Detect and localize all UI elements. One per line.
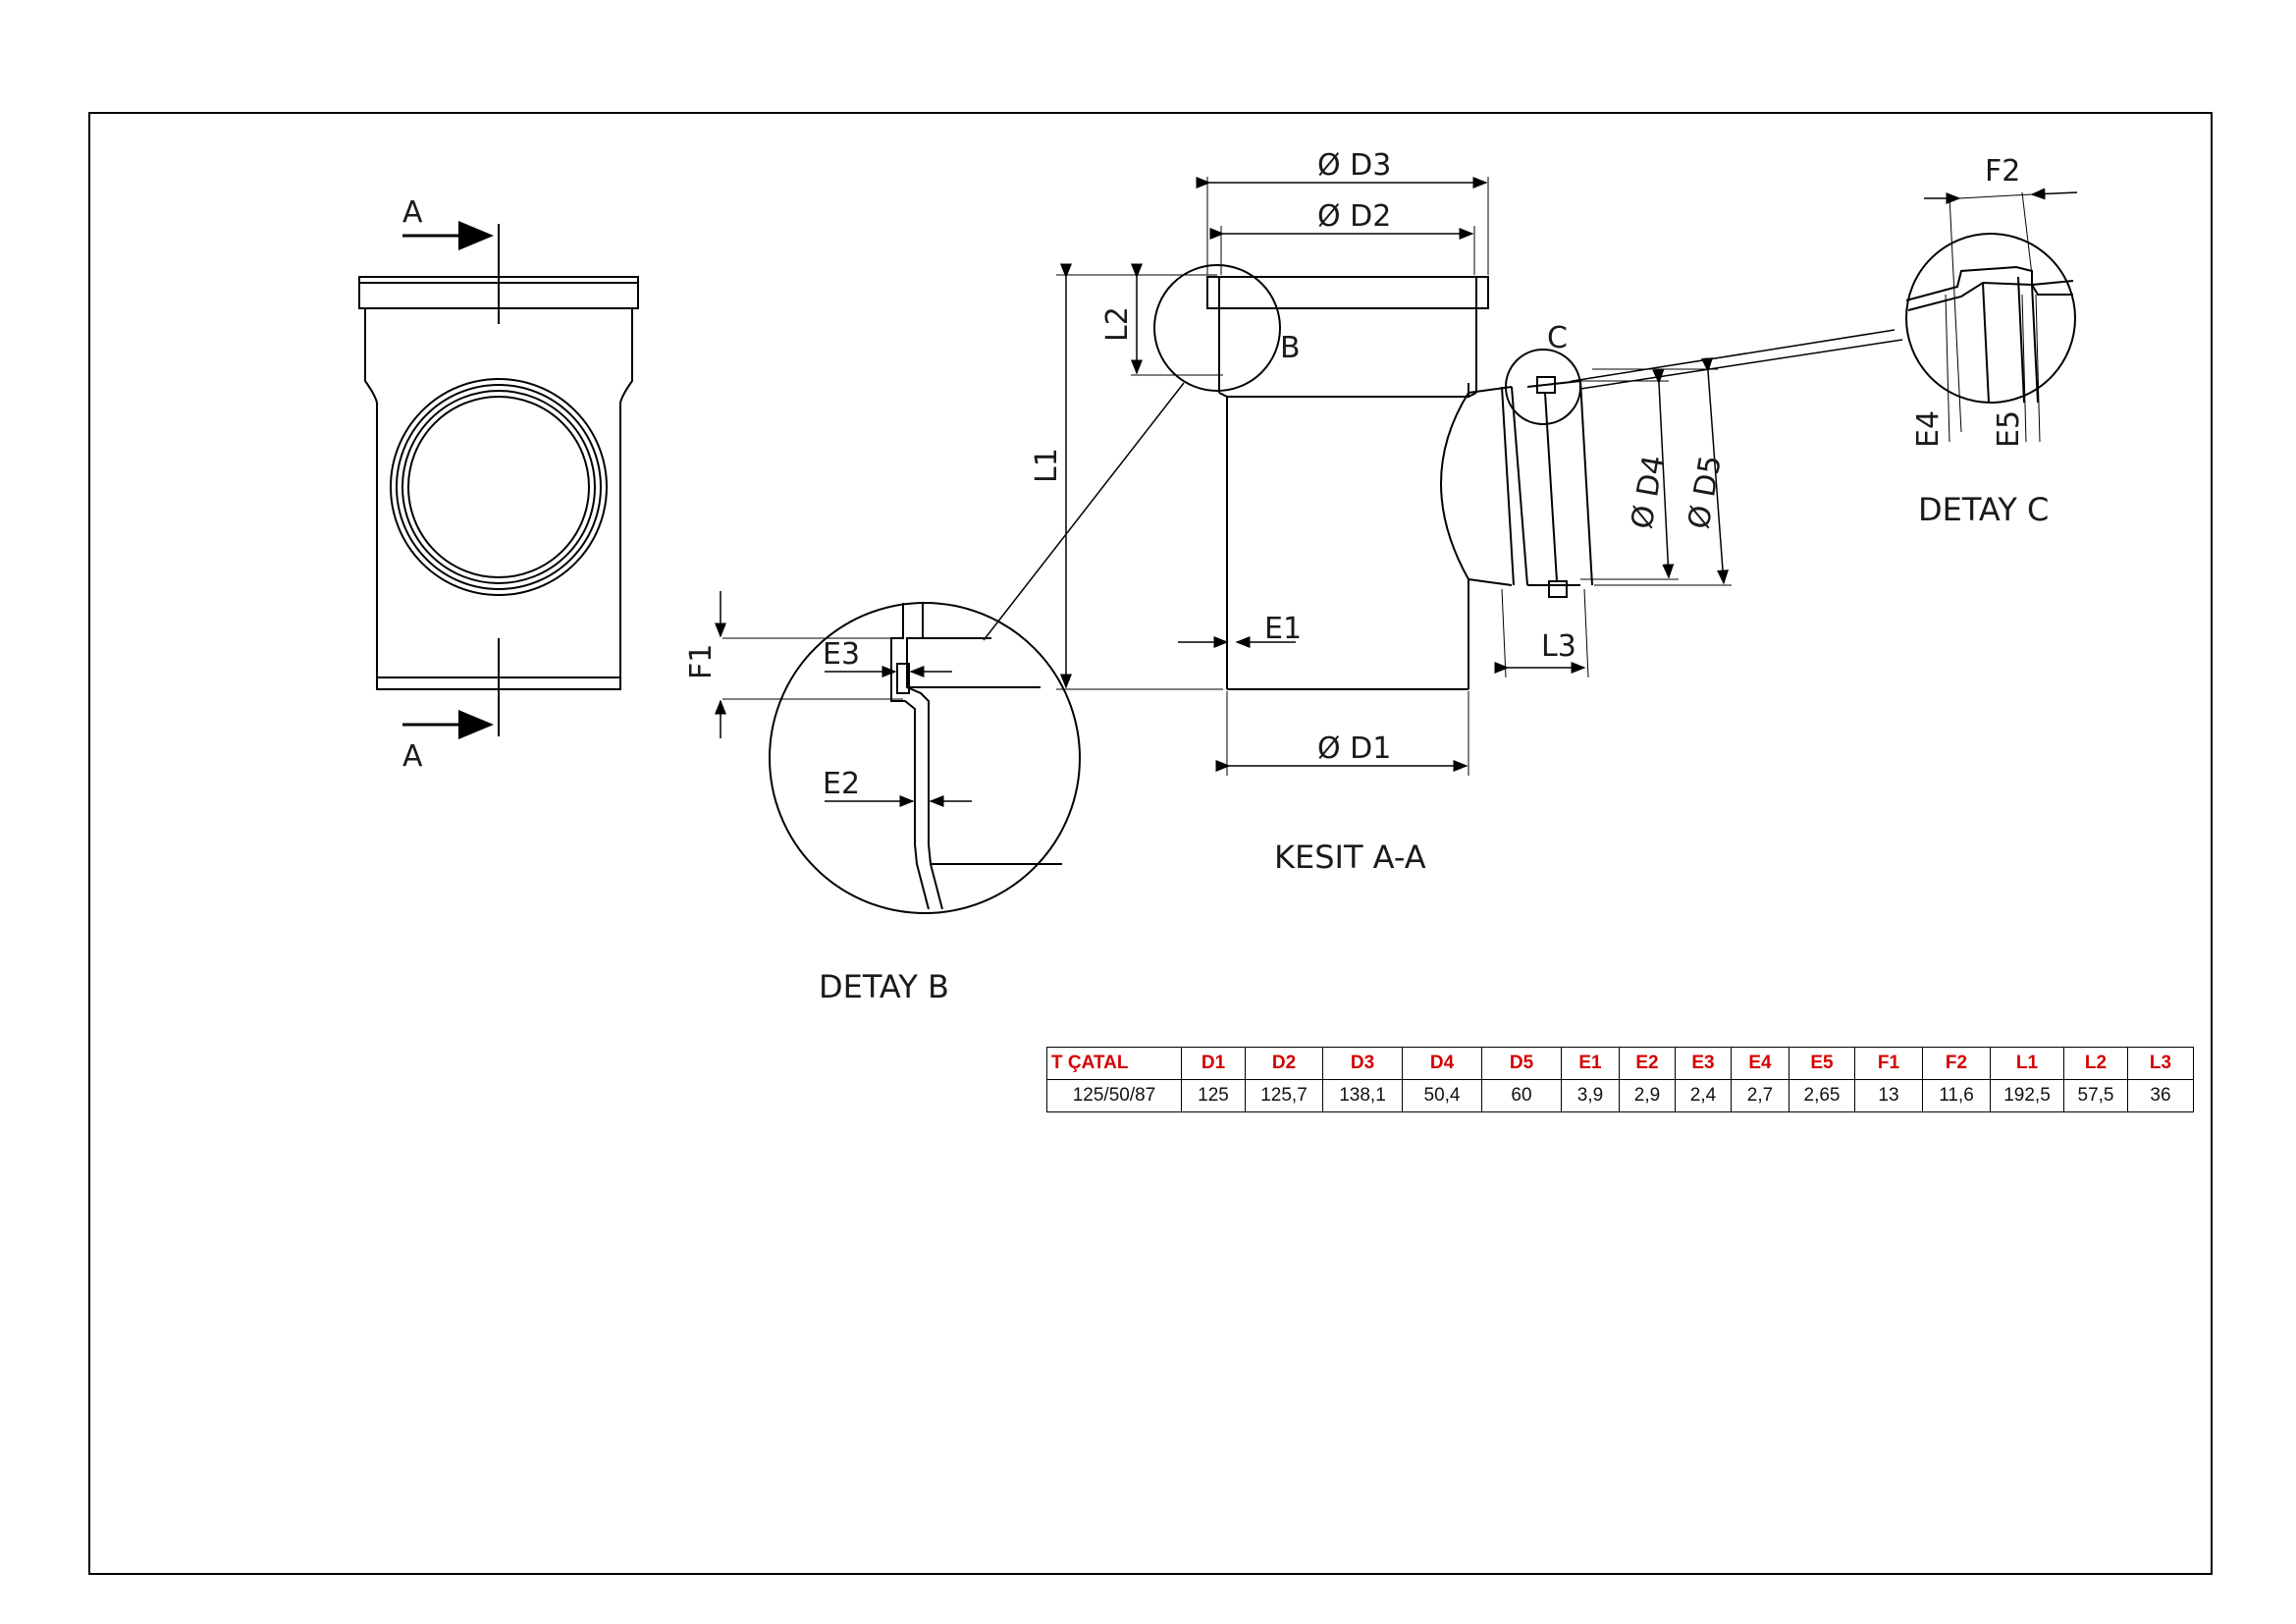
header-cell: D2	[1245, 1047, 1323, 1080]
front-view	[358, 221, 639, 739]
section-view	[983, 177, 1903, 776]
detail-c-mark: C	[1547, 321, 1568, 355]
detail-b-mark: B	[1280, 331, 1301, 365]
table-cell: 125,7	[1245, 1079, 1323, 1112]
header-cell: F2	[1922, 1047, 1991, 1080]
table-cell: 2,9	[1619, 1079, 1676, 1112]
table-cell: 192,5	[1990, 1079, 2064, 1112]
dim-e1: E1	[1264, 612, 1302, 646]
header-cell: E2	[1619, 1047, 1676, 1080]
header-cell: T ÇATAL	[1046, 1047, 1182, 1080]
dim-d4: Ø D4	[1625, 453, 1672, 531]
dim-f2: F2	[1985, 154, 2020, 189]
header-cell: E1	[1561, 1047, 1620, 1080]
header-cell: L2	[2063, 1047, 2128, 1080]
table-cell: 125/50/87	[1046, 1079, 1182, 1112]
dim-e3: E3	[823, 637, 860, 672]
table-cell: 36	[2127, 1079, 2194, 1112]
detail-c-title: DETAY C	[1918, 491, 2049, 528]
drawing-frame	[88, 112, 2213, 1575]
dim-l2: L2	[1100, 306, 1135, 342]
table-cell: 2,7	[1731, 1079, 1789, 1112]
table-header-row: T ÇATAL D1 D2 D3 D4 D5 E1 E2 E3 E4 E5 F1…	[1046, 1047, 2194, 1080]
table-cell: 11,6	[1922, 1079, 1991, 1112]
dim-e4: E4	[1911, 410, 1946, 448]
dim-l1: L1	[1030, 448, 1064, 483]
table-cell: 60	[1481, 1079, 1562, 1112]
dim-f1: F1	[684, 644, 719, 679]
dim-d5: Ø D5	[1682, 453, 1729, 531]
table-cell: 50,4	[1402, 1079, 1482, 1112]
section-mark-bottom: A	[402, 739, 423, 774]
header-cell: D3	[1322, 1047, 1403, 1080]
dim-e5: E5	[1992, 410, 2026, 448]
table-row: 125/50/87 125 125,7 138,1 50,4 60 3,9 2,…	[1046, 1079, 2194, 1112]
detail-c	[1905, 188, 2078, 443]
header-cell: L1	[1990, 1047, 2064, 1080]
table-cell: 3,9	[1561, 1079, 1620, 1112]
header-cell: D5	[1481, 1047, 1562, 1080]
dim-d1: Ø D1	[1317, 731, 1391, 766]
header-cell: E5	[1789, 1047, 1855, 1080]
section-mark-top: A	[402, 195, 423, 230]
table-cell: 2,65	[1789, 1079, 1855, 1112]
header-cell: F1	[1854, 1047, 1923, 1080]
header-cell: D4	[1402, 1047, 1482, 1080]
header-cell: E3	[1675, 1047, 1732, 1080]
dim-d3: Ø D3	[1317, 148, 1391, 183]
table-cell: 2,4	[1675, 1079, 1732, 1112]
header-cell: D1	[1181, 1047, 1246, 1080]
table-cell: 125	[1181, 1079, 1246, 1112]
dimension-table: T ÇATAL D1 D2 D3 D4 D5 E1 E2 E3 E4 E5 F1…	[1046, 1047, 2194, 1112]
table-cell: 138,1	[1322, 1079, 1403, 1112]
dim-l3: L3	[1541, 629, 1576, 664]
dim-d2: Ø D2	[1317, 199, 1391, 234]
header-cell: E4	[1731, 1047, 1789, 1080]
dim-e2: E2	[823, 767, 860, 801]
header-cell: L3	[2127, 1047, 2194, 1080]
detail-b	[715, 591, 1081, 914]
detail-b-title: DETAY B	[819, 968, 949, 1005]
table-cell: 13	[1854, 1079, 1923, 1112]
section-title: KESIT A-A	[1274, 839, 1426, 876]
table-cell: 57,5	[2063, 1079, 2128, 1112]
